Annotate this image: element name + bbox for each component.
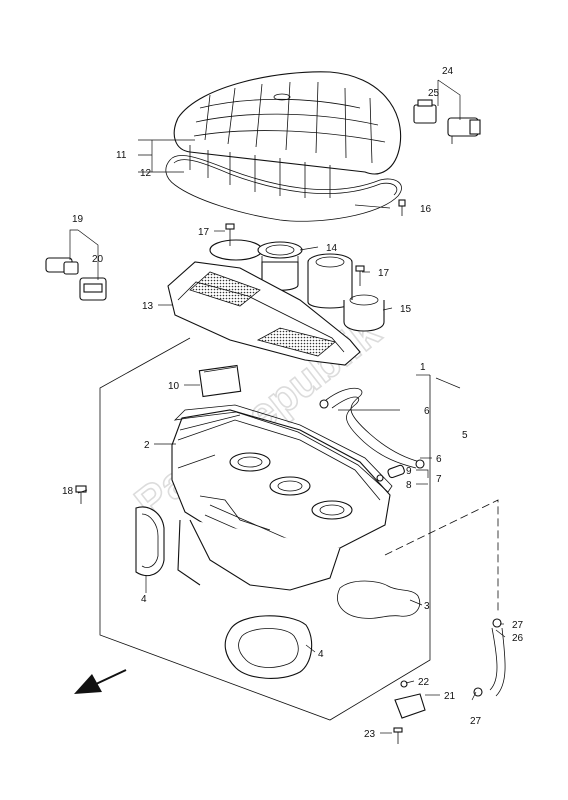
callout-9: 9 (406, 466, 412, 477)
assembly-outline (99, 337, 431, 721)
callout-22: 22 (418, 677, 430, 688)
callout-18: 18 (62, 486, 74, 497)
callout-6-top: 6 (424, 406, 430, 417)
box-gasket (173, 404, 393, 493)
callout-12: 12 (140, 168, 152, 179)
callout-23: 23 (364, 729, 376, 740)
callout-1: 1 (420, 362, 426, 373)
cover-seal (165, 155, 402, 222)
throttle-boot-bottom (224, 615, 313, 679)
throttle-boot-left (135, 506, 165, 577)
air-cleaner-cover (173, 71, 402, 198)
callout-25: 25 (428, 88, 440, 99)
callout-17-top: 17 (198, 227, 210, 238)
callout-6-bottom: 6 (436, 454, 442, 465)
callout-8: 8 (406, 480, 412, 491)
callout-16: 16 (420, 204, 432, 215)
callout-27-bottom: 27 (470, 716, 482, 727)
callout-4-left: 4 (141, 594, 147, 605)
callout-24: 24 (442, 66, 454, 77)
breather-hose (319, 387, 425, 469)
sensor-24 (413, 99, 481, 144)
callout-13: 13 (142, 301, 154, 312)
callout-26: 26 (512, 633, 524, 644)
front-direction-arrow-icon (74, 669, 127, 694)
screw-17-right (355, 265, 365, 286)
callout-17-right: 17 (378, 268, 390, 279)
sensor-19 (45, 257, 107, 301)
air-filter-element (167, 261, 361, 366)
intake-box-body (171, 364, 391, 591)
callout-2: 2 (144, 440, 150, 451)
o-ring-3 (337, 580, 421, 619)
screw-17-top (225, 223, 235, 246)
callout-19: 19 (72, 214, 84, 225)
leader-lines (69, 79, 506, 734)
drain-plug-21 (393, 680, 426, 744)
velocity-stack-15 (307, 253, 385, 332)
drain-dash-line (384, 499, 499, 612)
callout-10: 10 (168, 381, 180, 392)
fitting-8 (376, 464, 405, 482)
callout-labels: 1 2 3 4 4 5 6 6 7 8 9 10 11 12 13 14 15 … (62, 66, 524, 740)
bolt-18 (75, 485, 87, 504)
callout-21: 21 (444, 691, 456, 702)
callout-27-top: 27 (512, 620, 524, 631)
callout-15: 15 (400, 304, 412, 315)
callout-7: 7 (436, 474, 442, 485)
screw-16 (398, 199, 406, 216)
callout-3: 3 (424, 601, 430, 612)
callout-20: 20 (92, 254, 104, 265)
callout-5: 5 (462, 430, 468, 441)
callout-4-bottom: 4 (318, 649, 324, 660)
callout-11: 11 (116, 150, 127, 161)
callout-14: 14 (326, 243, 338, 254)
drain-hose (473, 618, 506, 697)
